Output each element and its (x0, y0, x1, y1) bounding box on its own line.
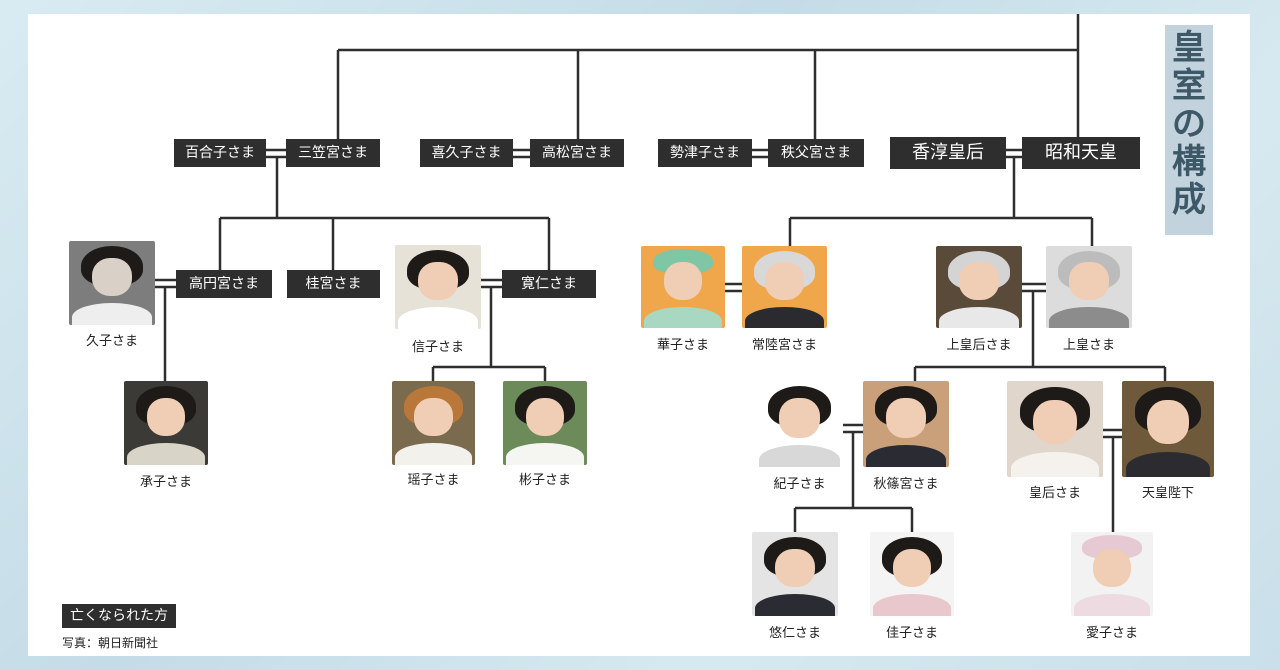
label-tsuguko: 承子さま (139, 475, 192, 490)
label-akiko: 瑶子さま (407, 473, 460, 488)
box-showa: 昭和天皇 (1022, 137, 1140, 169)
photo-credit: 写真：朝日新聞社 (62, 636, 159, 650)
box-setsuko: 勢津子さま (658, 139, 752, 167)
photo-hisako (69, 241, 155, 325)
photo-hitachi (742, 246, 827, 328)
legend-deceased: 亡くなられた方 (62, 604, 176, 628)
photo-kako (870, 532, 954, 616)
label-yoko: 彬子さま (518, 473, 571, 488)
box-kikuko: 喜久子さま (420, 139, 513, 167)
label-kogo: 皇后さま (1028, 486, 1081, 501)
label-nobuko: 信子さま (411, 340, 464, 355)
photo-joko (936, 246, 1022, 328)
photo-kogo (1007, 381, 1103, 477)
diagram-card (28, 14, 1250, 656)
photo-nobuko (395, 245, 481, 329)
diagram-title: 皇室の構成 (1165, 25, 1213, 235)
box-yuriko: 百合子さま (174, 139, 266, 167)
label-hanako: 華子さま (656, 338, 709, 353)
label-hisako: 久子さま (85, 334, 138, 349)
box-takamado: 高円宮さま (176, 270, 272, 298)
box-mikasa: 三笠宮さま (286, 139, 380, 167)
label-aiko: 愛子さま (1085, 626, 1138, 641)
box-katsura: 桂宮さま (287, 270, 380, 298)
photo-akiko (392, 381, 475, 465)
photo-aiko (1071, 532, 1153, 616)
label-joko-emperor: 上皇さま (1062, 338, 1115, 353)
photo-joko-emperor (1046, 246, 1132, 328)
label-tenno: 天皇陛下 (1141, 486, 1194, 501)
photo-yoko (503, 381, 587, 465)
box-chichibu: 秩父宮さま (768, 139, 864, 167)
label-akishino: 秋篠宮さま (873, 477, 939, 492)
photo-hanako (641, 246, 725, 328)
box-tomohito: 寛仁さま (502, 270, 596, 298)
photo-akishino (863, 381, 949, 467)
label-kiko: 紀子さま (773, 477, 826, 492)
label-kako: 佳子さま (885, 626, 938, 641)
photo-kiko (756, 381, 843, 467)
photo-tsuguko (124, 381, 208, 465)
label-joko: 上皇后さま (946, 338, 1012, 353)
photo-tenno (1122, 381, 1214, 477)
box-takamatsu: 高松宮さま (530, 139, 624, 167)
photo-hisahito (752, 532, 838, 616)
label-hisahito: 悠仁さま (768, 626, 821, 641)
box-kojun: 香淳皇后 (890, 137, 1006, 169)
label-hitachi: 常陸宮さま (751, 338, 817, 353)
